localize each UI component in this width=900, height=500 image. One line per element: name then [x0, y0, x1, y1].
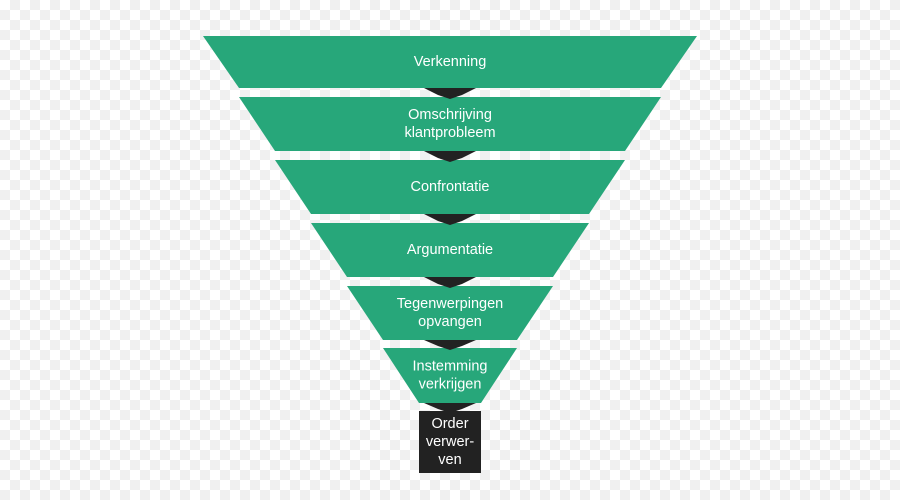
funnel-stage-2-label-line-1: Omschrijving — [408, 107, 492, 123]
final-box-shape — [419, 411, 481, 473]
funnel-stage-6-label-line-2: verkrijgen — [419, 377, 482, 393]
stage-connector-arrow-6 — [424, 403, 476, 413]
funnel-stage-2: Omschrijving klantprobleem — [239, 97, 661, 151]
funnel-stage-5-label-line-1: Tegenwerpingen — [397, 296, 503, 312]
funnel-stage-4-label-line-1: Argumentatie — [407, 242, 493, 258]
stage-connector-arrow-5 — [424, 340, 476, 350]
funnel-stage-shape — [383, 348, 517, 403]
funnel-stage-shape — [203, 36, 697, 88]
final-box-label-line-3: ven — [438, 452, 461, 468]
stage-connector-arrow-2 — [424, 151, 476, 162]
funnel-stage-5: Tegenwerpingen opvangen — [347, 286, 553, 340]
funnel-stage-shape — [311, 223, 589, 277]
stage-connector-arrow-1 — [424, 88, 476, 99]
stage-connector-arrow-4 — [424, 277, 476, 288]
funnel-stage-shape — [239, 97, 661, 151]
funnel-stage-3: Confrontatie — [275, 160, 625, 214]
funnel-stage-3-label-line-1: Confrontatie — [411, 179, 490, 195]
funnel-stage-shape — [275, 160, 625, 214]
funnel-stage-6-label-line-1: Instemming — [413, 359, 488, 375]
funnel-final-box: Order verwer-ven — [419, 411, 481, 473]
funnel-stage-4: Argumentatie — [311, 223, 589, 277]
funnel-stage-1-label-line-1: Verkenning — [414, 54, 487, 70]
funnel-stage-shape — [347, 286, 553, 340]
funnel-stage-1: Verkenning — [203, 36, 697, 88]
stage-connector-arrow-3 — [424, 214, 476, 225]
final-box-label-line-1: Order — [431, 416, 468, 432]
final-box-label-line-2: verwer- — [426, 434, 475, 450]
funnel-stage-6: Instemming verkrijgen — [383, 348, 517, 403]
funnel-stage-2-label-line-2: klantprobleem — [404, 125, 495, 141]
funnel-stage-5-label-line-2: opvangen — [418, 314, 482, 330]
